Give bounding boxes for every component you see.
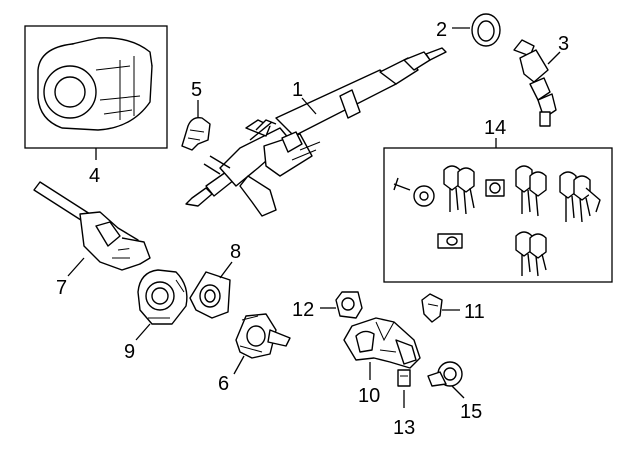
callout-6: 6 xyxy=(218,373,229,395)
callout-13: 13 xyxy=(393,417,415,439)
steering-column-icon xyxy=(185,47,447,217)
leader-1 xyxy=(301,97,317,115)
leader-15 xyxy=(451,385,465,399)
ignition-switch-group: 12 xyxy=(292,291,363,321)
callout-9: 9 xyxy=(124,341,135,363)
sensor-icon xyxy=(189,271,231,319)
leader-3 xyxy=(547,51,561,65)
leader-6 xyxy=(233,355,245,375)
leader-8 xyxy=(219,261,233,279)
callout-14: 14 xyxy=(484,117,506,139)
clock-spring-icon xyxy=(137,269,188,325)
turn-signal-switch-icon xyxy=(33,181,151,271)
column-cover-group: 4 xyxy=(24,25,168,187)
switch-icon xyxy=(421,293,443,323)
callout-1: 1 xyxy=(292,79,303,101)
key-ring-group: 15 xyxy=(427,361,482,423)
bracket-icon xyxy=(181,116,211,151)
leader-9 xyxy=(135,323,151,341)
sensor-group: 8 xyxy=(189,241,241,319)
combination-switch-group: 6 xyxy=(218,313,291,395)
callout-5: 5 xyxy=(191,79,202,101)
callout-8: 8 xyxy=(230,241,241,263)
leader-7 xyxy=(67,257,85,277)
ignition-switch-icon xyxy=(335,291,363,319)
callout-7: 7 xyxy=(56,277,67,299)
clock-spring-group: 9 xyxy=(124,269,188,363)
callout-10: 10 xyxy=(358,385,380,407)
combination-switch-icon xyxy=(235,313,291,359)
inset-box-14 xyxy=(383,147,613,283)
lock-housing-icon xyxy=(343,317,421,369)
steering-column-group: 1 xyxy=(185,47,447,217)
column-cover-icon xyxy=(37,37,153,131)
callout-15: 15 xyxy=(460,401,482,423)
key-ring-icon xyxy=(427,361,463,387)
turn-signal-switch-group: 7 xyxy=(33,181,151,299)
lock-cylinder-group: 3 xyxy=(513,33,569,127)
connector-icon xyxy=(397,369,411,387)
ring-group: 2 xyxy=(436,13,501,47)
bracket-group: 5 xyxy=(181,79,211,151)
callout-3: 3 xyxy=(558,33,569,55)
lock-housing-group: 10 xyxy=(343,317,421,407)
connector-group: 13 xyxy=(393,369,415,439)
callout-4: 4 xyxy=(89,165,100,187)
callout-12: 12 xyxy=(292,299,314,321)
key-set-icon xyxy=(393,165,601,277)
callout-2: 2 xyxy=(436,19,447,41)
key-set-group: 14 xyxy=(383,117,613,283)
ring-icon xyxy=(471,13,501,47)
lock-cylinder-icon xyxy=(513,39,557,127)
callout-11: 11 xyxy=(464,301,485,323)
switch-group: 11 xyxy=(421,293,485,323)
